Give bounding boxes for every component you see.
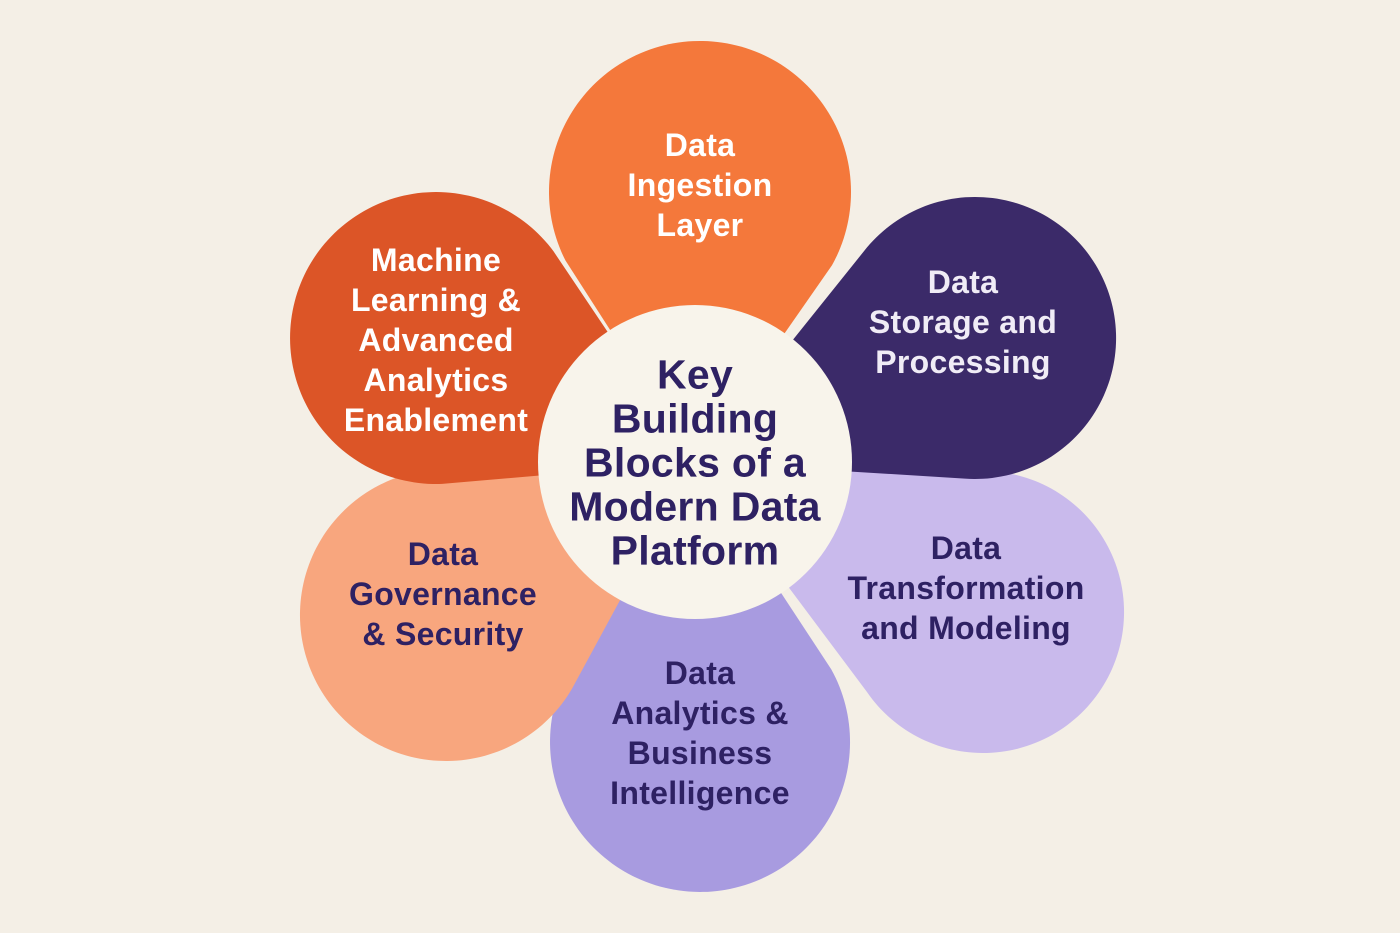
label-line: and Modeling <box>861 610 1071 646</box>
label-line: Ingestion <box>628 167 773 203</box>
label-line: Blocks of a <box>584 439 807 485</box>
label-line: Governance <box>349 576 537 612</box>
label-line: Data <box>931 530 1002 566</box>
label-line: Enablement <box>344 402 528 438</box>
label-line: & Security <box>362 616 523 652</box>
petal-shape-data-ingestion-layer <box>549 40 852 462</box>
petal-shape-data-analytics-and-business-intelligence <box>550 462 851 892</box>
label-line: Building <box>612 395 778 441</box>
label-line: Processing <box>875 344 1051 380</box>
label-line: Data <box>665 127 736 163</box>
label-line: Analytics & <box>611 695 789 731</box>
label-line: Modern Data <box>569 483 821 529</box>
center-circle <box>538 305 852 619</box>
label-line: Data <box>665 655 736 691</box>
label-line: Platform <box>611 527 780 573</box>
label-line: Storage and <box>869 304 1057 340</box>
label-line: Key <box>657 351 733 397</box>
label-line: Learning & <box>351 282 521 318</box>
label-line: Layer <box>657 207 744 243</box>
label-line: Advanced <box>358 322 513 358</box>
label-line: Intelligence <box>610 775 790 811</box>
label-line: Business <box>628 735 773 771</box>
label-line: Data <box>408 536 479 572</box>
petal-data-analytics-and-business-intelligence <box>550 462 851 892</box>
label-line: Machine <box>371 242 501 278</box>
petal-data-ingestion-layer <box>549 40 852 462</box>
label-line: Analytics <box>364 362 509 398</box>
label-line: Transformation <box>847 570 1084 606</box>
label-line: Data <box>928 264 999 300</box>
